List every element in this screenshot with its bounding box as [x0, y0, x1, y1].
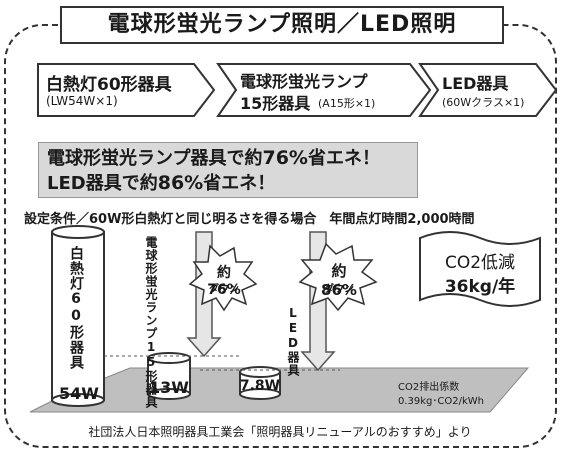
savings-line-2: LED器具で約86%省エネ！ [47, 172, 276, 194]
co2-title: CO2低減 [444, 253, 516, 273]
starburst-86 [298, 242, 378, 312]
incandescent-cylinder-base [51, 393, 105, 407]
incandescent-cylinder-top [51, 225, 105, 239]
savings-highlight: 電球形蛍光ランプ器具で約76%省エネ！ LED器具で約86%省エネ！ [38, 142, 418, 198]
source-footer: 社団法人日本照明器具工業会「照明器具リニューアルのおすすめ」より [88, 425, 472, 439]
reduction-86-label: ダウン [324, 284, 354, 295]
step-2-sub-b: (A15形×1) [318, 97, 376, 110]
step-3-label: LED器具 [442, 74, 509, 93]
step-3-sub: (60Wクラス×1) [442, 96, 525, 109]
led-cylinder-base [239, 388, 281, 400]
step-2-label: 電球形蛍光ランプ [240, 72, 368, 91]
reduction-86-value: 約86% [321, 262, 357, 299]
co2-value: 36kg/年 [444, 277, 516, 297]
step-1-sub: (LW54W×1) [46, 94, 118, 108]
led-cylinder-top [239, 366, 281, 378]
starburst-76 [188, 244, 258, 312]
savings-line-1: 電球形蛍光ランプ器具で約76%省エネ！ [47, 147, 380, 169]
fixture-name-incandescent: 白熱灯60形器具 [68, 246, 84, 370]
reduction-76-value: 約76% [207, 265, 241, 298]
step-arrow-1 [37, 63, 216, 117]
step-arrow-3 [418, 63, 558, 117]
emission-coefficient-value: 0.39kg･CO2/kWh [398, 396, 485, 407]
conditions-text: 設定条件／60W形白熱灯と同じ明るさを得る場合 年間点灯時間2,000時間 [24, 212, 475, 227]
step-arrow-2 [216, 63, 432, 117]
fixture-name-cfl: 電球形蛍光ランプ15形器具 [144, 236, 158, 409]
page-title: 電球形蛍光ランプ照明／LED照明 [60, 6, 504, 44]
reduction-76-label: ダウン [209, 284, 239, 295]
step-2-sub-a: 15形器具 [240, 94, 311, 113]
step-1-label: 白熱灯60形器具 [46, 75, 172, 95]
fixture-name-led: LED器具 [286, 306, 300, 377]
watts-incandescent: 54W [59, 384, 99, 403]
watts-led: 7.8W [239, 378, 281, 394]
cfl-cylinder-base [147, 388, 191, 400]
co2-banner [419, 231, 541, 307]
watts-cfl: 13W [149, 378, 189, 397]
emission-coefficient-label: CO2排出係数 [398, 382, 460, 393]
incandescent-cylinder [51, 231, 105, 401]
